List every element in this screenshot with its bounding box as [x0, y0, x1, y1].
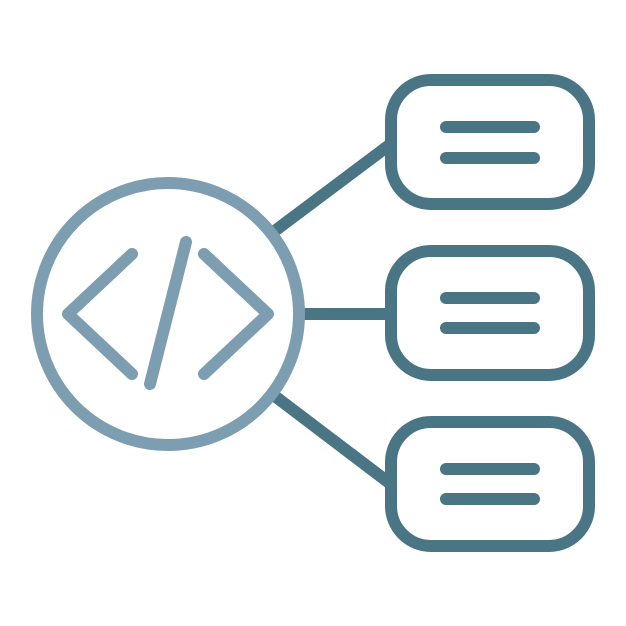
- branch-box-bottom-outline: [385, 416, 595, 552]
- branch-box-top: [385, 74, 595, 210]
- branch-box-bottom: [385, 416, 595, 552]
- angle-bracket-left-icon: [62, 248, 138, 380]
- connector-line-bottom: [270, 391, 394, 488]
- slash-icon: [144, 236, 192, 390]
- angle-bracket-right-icon: [198, 248, 274, 380]
- branch-box-middle: [385, 245, 595, 381]
- branch-box-top-outline: [385, 74, 595, 210]
- code-circle: [31, 177, 305, 451]
- branch-box-middle-outline: [385, 245, 595, 381]
- connector-lines: [270, 140, 394, 488]
- connector-line-top: [270, 140, 394, 236]
